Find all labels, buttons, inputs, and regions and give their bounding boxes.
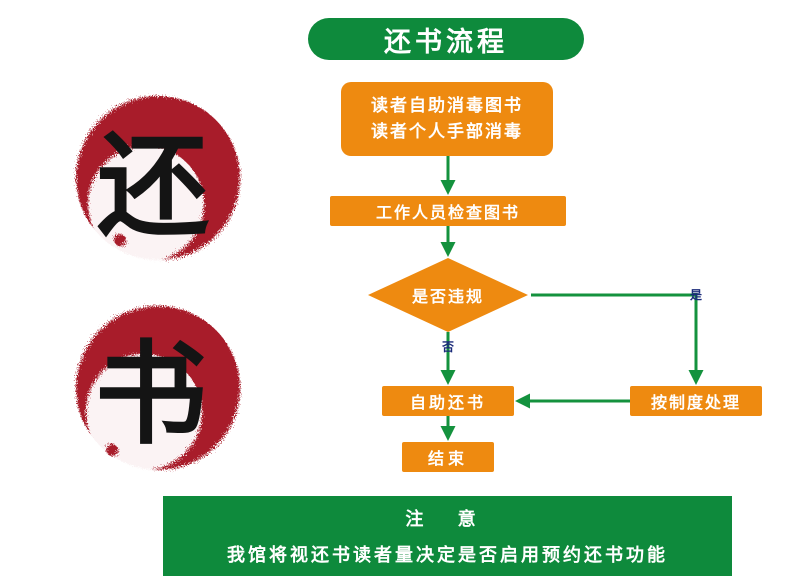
- notice-body: 我馆将视还书读者量决定是否启用预约还书功能: [227, 544, 668, 566]
- seal-circle-2: [76, 306, 240, 470]
- decision-diamond: [368, 258, 528, 332]
- seal-graphic: [76, 96, 240, 470]
- step-disinfect: 读者自助消毒图书 读者个人手部消毒: [341, 82, 553, 156]
- seal-char-shu: 书: [95, 329, 207, 460]
- no-label: 否: [442, 340, 455, 354]
- notice-title: 注 意: [405, 509, 490, 531]
- seal-circle-1: [76, 96, 240, 262]
- step-end: 结束: [402, 442, 494, 472]
- notice-panel: 注 意 我馆将视还书读者量决定是否启用预约还书功能: [163, 496, 732, 576]
- step-staff-check: 工作人员检查图书: [330, 196, 566, 226]
- decision-label: 是否违规: [411, 287, 484, 306]
- arrow-decision-rule: [531, 293, 704, 385]
- page-title: 还书流程: [308, 18, 584, 60]
- yes-label: 是: [690, 288, 703, 302]
- step-handle-by-rule: 按制度处理: [630, 386, 762, 416]
- step-disinfect-line2: 读者个人手部消毒: [371, 122, 523, 142]
- seal-char-huan: 还: [97, 121, 209, 252]
- step-self-return: 自助还书: [382, 386, 514, 416]
- step-disinfect-line1: 读者自助消毒图书: [371, 96, 523, 116]
